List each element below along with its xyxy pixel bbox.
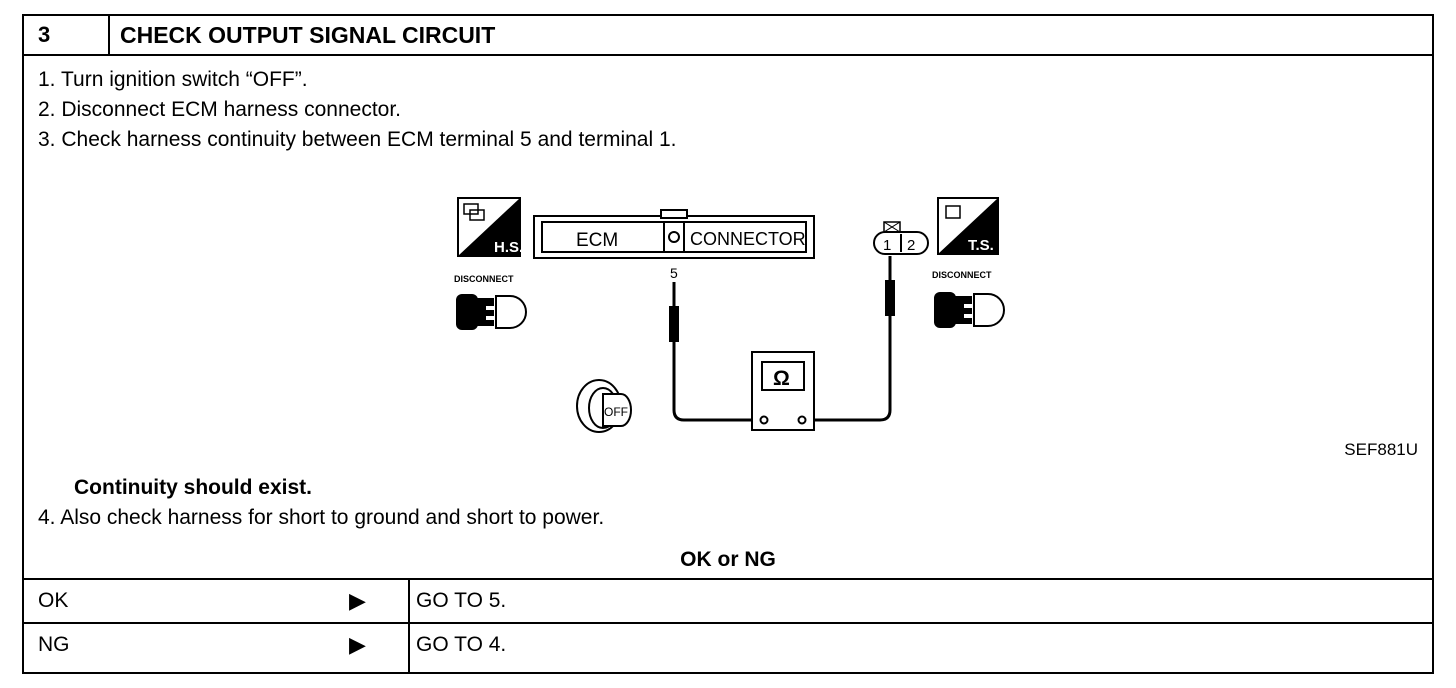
step-2: 2. Disconnect ECM harness connector. — [38, 98, 402, 121]
key-off-label: OFF — [604, 405, 628, 419]
step-4: 4. Also check harness for short to groun… — [38, 506, 605, 529]
hs-badge: H.S. — [457, 197, 523, 257]
result-label-ng: NG — [38, 633, 70, 656]
procedure-title: CHECK OUTPUT SIGNAL CIRCUIT — [120, 22, 496, 48]
result-row-ok: OK ▶ GO TO 5. — [24, 578, 1432, 622]
result-row-ng: NG ▶ GO TO 4. — [24, 622, 1432, 672]
ignition-key-icon: OFF — [576, 379, 632, 433]
disconnect-icon-right — [934, 292, 1005, 328]
disconnect-label-left: DISCONNECT — [454, 274, 514, 284]
ecm-label: ECM — [576, 230, 618, 251]
disconnect-icon-left — [456, 294, 527, 330]
terminal-1-label: 1 — [883, 237, 891, 254]
continuity-note: Continuity should exist. — [74, 476, 313, 499]
ohmmeter: Ω — [751, 351, 815, 431]
hs-label: H.S. — [494, 239, 523, 256]
connector-label: CONNECTOR — [690, 229, 806, 249]
result-action-ng: GO TO 4. — [416, 633, 507, 656]
ts-badge: T.S. — [937, 197, 999, 255]
disconnect-label-right: DISCONNECT — [932, 270, 992, 280]
procedure-frame: 3 CHECK OUTPUT SIGNAL CIRCUIT 1. Turn ig… — [22, 14, 1434, 674]
column-divider — [408, 624, 410, 672]
ohm-symbol: Ω — [773, 367, 790, 390]
terminal-5-label: 5 — [670, 265, 678, 281]
column-divider — [408, 580, 410, 622]
terminal-connector: 1 2 — [873, 221, 929, 255]
test-leads — [669, 256, 895, 422]
step-number: 3 — [24, 16, 110, 54]
result-action-ok: GO TO 5. — [416, 589, 507, 612]
ok-or-ng: OK or NG — [680, 548, 776, 571]
wiring-diagram: H.S. DISCONNECT ECM CONNECTOR 5 — [454, 197, 1005, 433]
ecm-connector: ECM CONNECTOR — [533, 209, 815, 259]
ts-label: T.S. — [968, 237, 994, 254]
figure-id: SEF881U — [1344, 440, 1418, 459]
arrow-icon: ▶ — [349, 632, 366, 657]
arrow-icon: ▶ — [349, 588, 366, 613]
result-label-ok: OK — [38, 589, 69, 612]
procedure-header: 3 CHECK OUTPUT SIGNAL CIRCUIT — [24, 16, 1432, 56]
step-1: 1. Turn ignition switch “OFF”. — [38, 68, 308, 91]
terminal-2-label: 2 — [907, 237, 915, 254]
step-3: 3. Check harness continuity between ECM … — [38, 128, 677, 151]
